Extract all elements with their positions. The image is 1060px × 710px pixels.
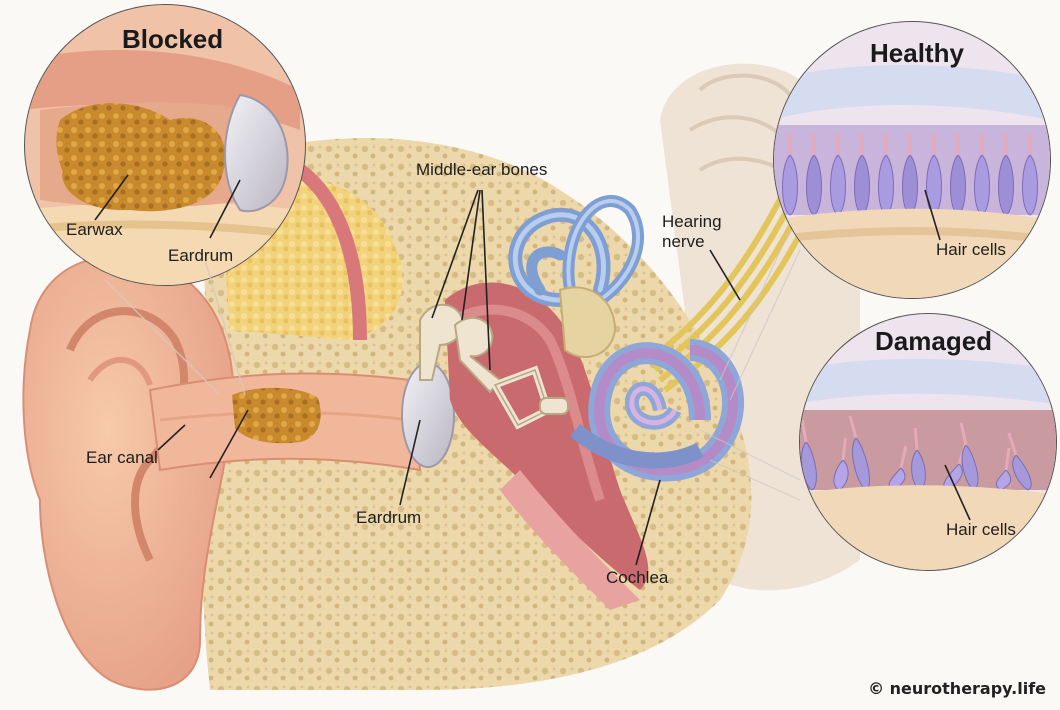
stereocilia <box>959 422 968 446</box>
ear-canal-leader <box>157 424 186 451</box>
healthy-inset <box>719 21 1051 401</box>
damaged-title: Damaged <box>875 326 993 356</box>
outer-ear <box>22 255 235 691</box>
damaged-hair-cells <box>800 415 1032 491</box>
stereocilia <box>1007 432 1018 456</box>
damaged-hair-cells-leader <box>944 464 971 521</box>
bones-leader-2 <box>461 189 481 321</box>
eardrum-leader-line-inset <box>209 179 241 239</box>
earwax-main-leader <box>209 409 249 479</box>
earwax-label: Earwax <box>66 220 123 239</box>
eustachian-tube <box>500 470 640 610</box>
eardrum-leader <box>399 419 421 506</box>
stereocilia <box>899 445 908 469</box>
blocked-title: Blocked <box>122 24 224 54</box>
leader-lines <box>157 189 741 566</box>
earwax-magnified <box>56 103 226 212</box>
eardrum-label: Eardrum <box>356 508 422 527</box>
nerve-leader <box>709 249 741 301</box>
semicircular-canals <box>508 195 645 307</box>
healthy-hair-cells-label: Hair cells <box>936 240 1006 259</box>
hearing-nerve-label: Hearing nerve <box>662 212 722 251</box>
cochlea-spiral <box>569 339 744 482</box>
eardrum-magnified <box>224 93 289 213</box>
healthy-hair-cells <box>782 133 1038 216</box>
bones-leader-1 <box>431 189 479 319</box>
healthy-title: Healthy <box>870 38 964 68</box>
stereocilia <box>841 437 847 461</box>
middle-ear-bones-label: Middle-ear bones <box>416 160 548 179</box>
damaged-hair-cells-label: Hair cells <box>946 520 1016 539</box>
copyright-credit: © neurotherapy.life <box>868 679 1046 698</box>
healthy-hair-cells-leader <box>924 189 941 241</box>
stereocilia <box>1004 447 1011 471</box>
bones-leader-3 <box>481 189 491 371</box>
blocked-eardrum-label: Eardrum <box>168 246 234 265</box>
middle-ear-cavity <box>445 282 649 590</box>
ear-canal-label: Ear canal <box>86 448 158 467</box>
cochlea-label: Cochlea <box>606 568 669 587</box>
cochlea-leader <box>635 479 661 566</box>
stereocilia <box>913 427 919 451</box>
stereocilia <box>848 415 858 439</box>
earwax-leader-line <box>94 174 129 221</box>
earwax-plug <box>232 387 321 444</box>
stereocilia <box>800 419 808 443</box>
